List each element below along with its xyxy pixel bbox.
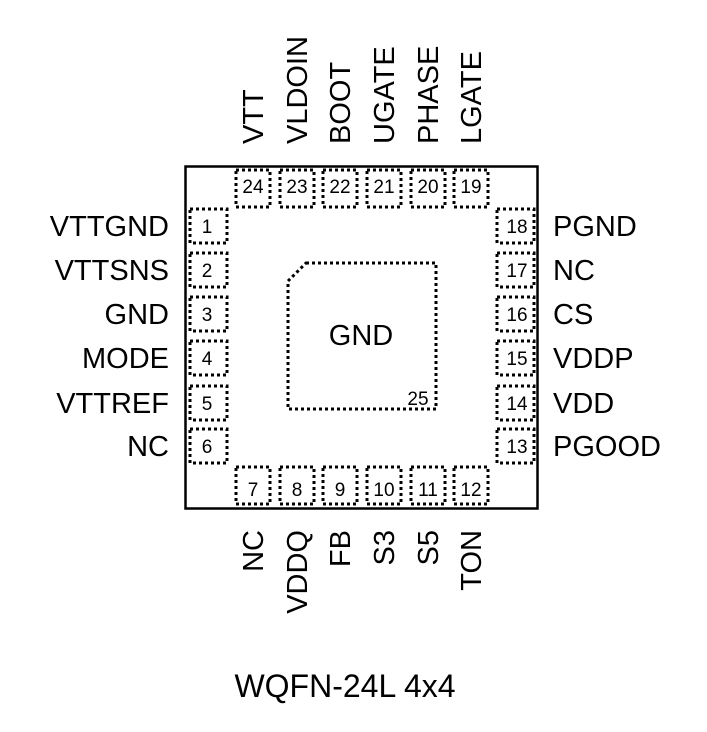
pin-number-3: 3	[202, 305, 213, 326]
pin-pad-18	[495, 207, 536, 245]
pin-pad-4	[188, 339, 229, 377]
pin-pad-13	[495, 427, 536, 465]
pin-label-5: VTTREF	[56, 388, 169, 420]
pin-label-19: LGATE	[456, 51, 488, 144]
pin-label-6: NC	[127, 431, 169, 463]
pin-number-8: 8	[292, 480, 303, 501]
pin-pad-17	[495, 251, 536, 289]
pin-number-22: 22	[329, 177, 350, 198]
exposed-pad-label: GND	[329, 320, 393, 352]
pin-number-17: 17	[506, 261, 527, 282]
pin-label-16: CS	[553, 299, 593, 331]
pin-number-2: 2	[202, 261, 213, 282]
pin-pad-15	[495, 339, 536, 377]
pin-number-18: 18	[506, 217, 527, 238]
pin-label-2: VTTSNS	[55, 255, 169, 287]
pin-number-16: 16	[506, 305, 527, 326]
pin-label-22: BOOT	[325, 62, 357, 144]
pin-pad-1	[188, 207, 229, 245]
pin-label-8: VDDQ	[282, 530, 314, 614]
pin-number-20: 20	[417, 177, 438, 198]
pin-label-4: MODE	[82, 343, 169, 375]
pin-label-13: PGOOD	[553, 431, 661, 463]
pin-number-7: 7	[248, 480, 259, 501]
pin-number-12: 12	[460, 480, 481, 501]
pin-number-4: 4	[202, 349, 213, 370]
pin-number-14: 14	[506, 394, 528, 415]
pin-number-24: 24	[242, 177, 264, 198]
pin-number-23: 23	[286, 177, 307, 198]
pin-label-17: NC	[553, 255, 595, 287]
exposed-pad-number: 25	[407, 389, 428, 410]
pin-label-1: VTTGND	[50, 211, 169, 243]
pin-number-6: 6	[202, 437, 213, 458]
pin-label-10: S3	[369, 530, 401, 565]
pin-label-15: VDDP	[553, 343, 634, 375]
pin-number-11: 11	[418, 480, 438, 501]
pin-pad-5	[188, 384, 229, 422]
pin-label-18: PGND	[553, 211, 637, 243]
pin-number-15: 15	[506, 349, 527, 370]
package-caption: WQFN-24L 4x4	[234, 668, 455, 704]
pin-label-14: VDD	[553, 388, 614, 420]
pin-label-23: VLDOIN	[282, 36, 314, 144]
exposed-pad	[286, 261, 438, 411]
pin-number-5: 5	[202, 394, 213, 415]
pin-label-3: GND	[105, 299, 169, 331]
pin-pad-16	[495, 295, 536, 333]
pin-label-20: PHASE	[413, 46, 445, 144]
pin-number-1: 1	[202, 217, 213, 238]
pin-label-7: NC	[238, 530, 270, 572]
pin-number-19: 19	[460, 177, 481, 198]
pin-label-9: FB	[325, 530, 357, 567]
pin-pad-14	[495, 384, 536, 422]
pin-label-12: TON	[456, 530, 488, 591]
pin-pad-3	[188, 295, 229, 333]
pin-number-9: 9	[335, 480, 346, 501]
pin-pad-2	[188, 251, 229, 289]
pin-number-13: 13	[506, 437, 527, 458]
pin-number-21: 21	[373, 177, 394, 198]
pin-label-11: S5	[413, 530, 445, 565]
pin-pad-6	[188, 427, 229, 465]
package-body	[184, 165, 539, 510]
pin-number-10: 10	[373, 480, 394, 501]
pin-label-21: UGATE	[369, 46, 401, 144]
pin-label-24: VTT	[238, 89, 270, 144]
